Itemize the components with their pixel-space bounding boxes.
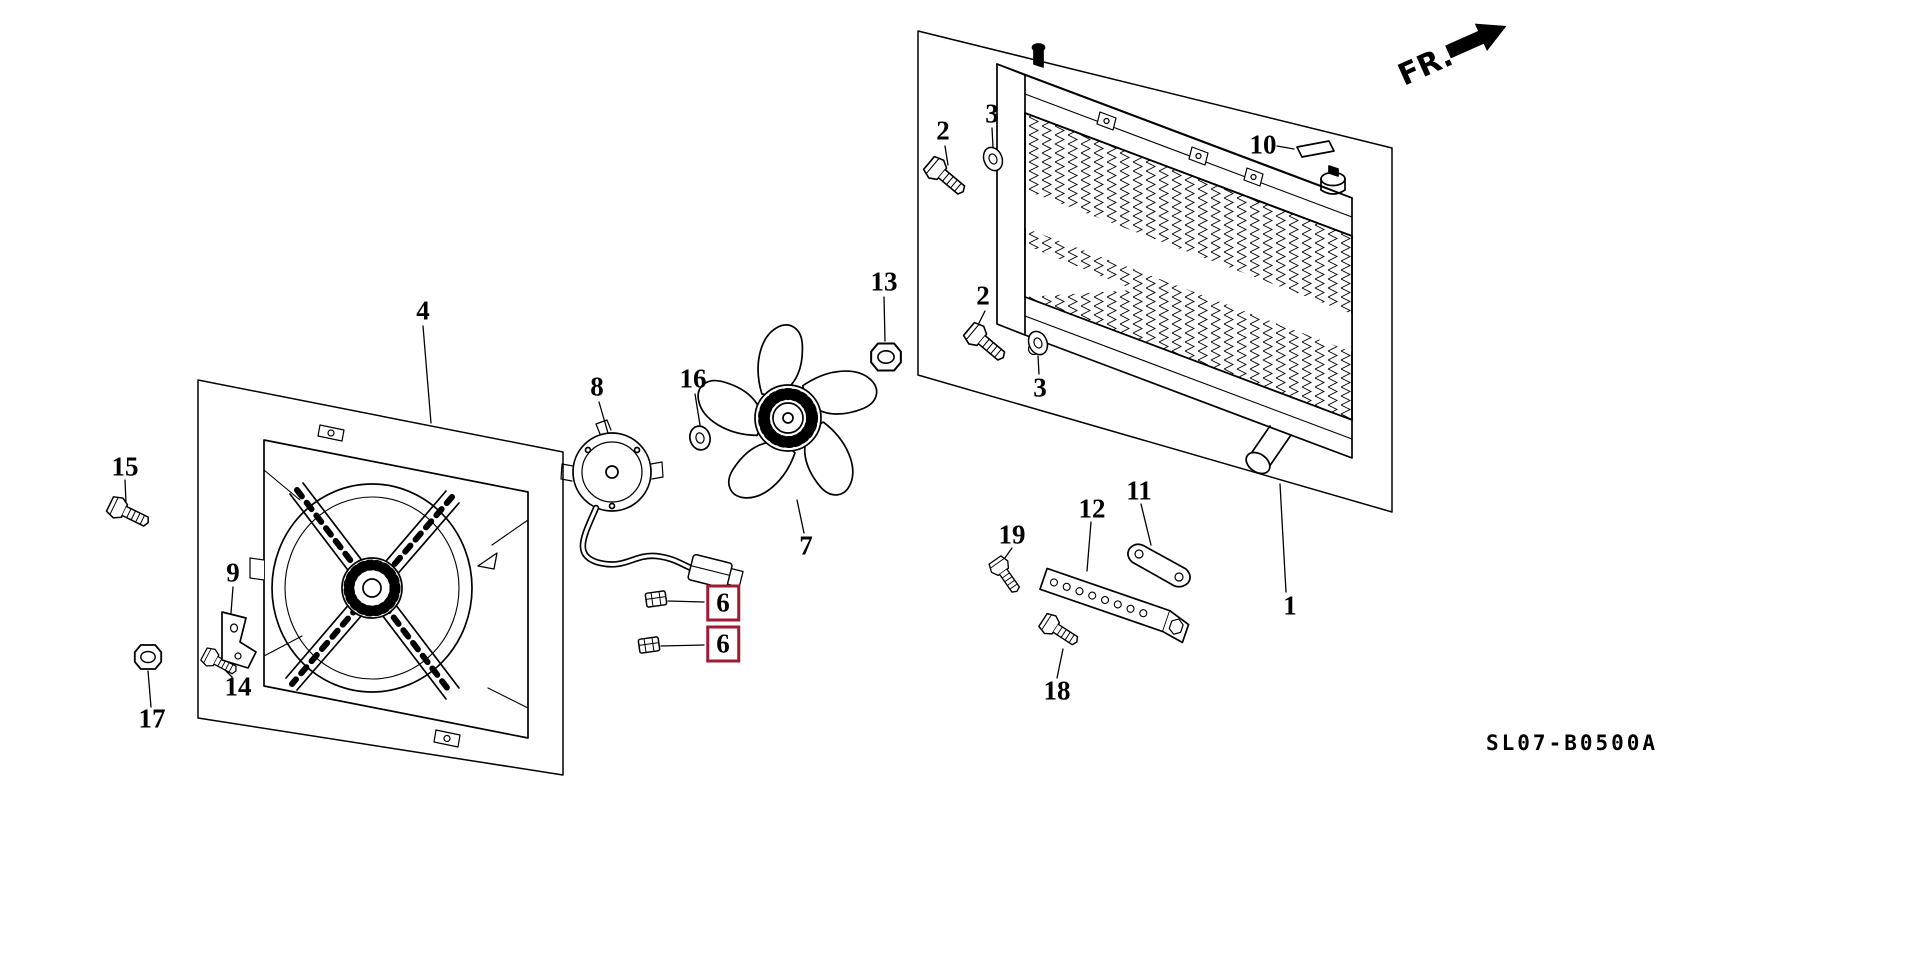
direction-mark (477, 552, 498, 570)
bracket-plate-12 (1039, 567, 1190, 644)
part-callout-4[interactable]: 4 (416, 295, 430, 326)
part-callout-13[interactable]: 13 (870, 266, 898, 297)
radiator-tank-tabs (1096, 111, 1264, 187)
part-callout-19[interactable]: 19 (998, 519, 1026, 550)
part-callout-1[interactable]: 1 (1283, 590, 1297, 621)
part-callout-2[interactable]: 2 (976, 280, 990, 311)
part-callout-10[interactable]: 10 (1249, 129, 1277, 160)
stay-bracket-11 (1127, 543, 1191, 588)
fan-motor (560, 419, 664, 512)
part-callout-12[interactable]: 12 (1078, 493, 1106, 524)
radiator-mount-pin (1031, 43, 1046, 68)
part-callout-15[interactable]: 15 (111, 451, 139, 482)
diagram-code: SL07-B0500A (1486, 731, 1659, 755)
part-callout-18[interactable]: 18 (1043, 675, 1071, 706)
radiator-tag-plate (1296, 140, 1335, 158)
radiator-boundary-box (917, 30, 1393, 513)
part-callout-8[interactable]: 8 (590, 371, 604, 402)
cooling-fan (697, 324, 878, 499)
part-callout-6-highlighted[interactable]: 6 (706, 584, 740, 622)
grommet-16 (689, 425, 711, 451)
part-callout-11[interactable]: 11 (1126, 475, 1152, 506)
radiator-filler-cap (1320, 165, 1346, 195)
bracket-9 (221, 611, 257, 669)
part-callout-9[interactable]: 9 (226, 557, 240, 588)
part-callout-7[interactable]: 7 (799, 530, 813, 561)
fr-arrow-icon (1445, 23, 1507, 59)
radiator (996, 43, 1353, 475)
part-callout-6-highlighted[interactable]: 6 (706, 625, 740, 663)
part-callout-3[interactable]: 3 (985, 98, 999, 129)
motor-wire-harness (579, 504, 744, 590)
part-callout-14[interactable]: 14 (224, 671, 252, 702)
shroud-boundary-box (197, 379, 564, 776)
part-callout-3[interactable]: 3 (1033, 372, 1047, 403)
radiator-outlet-pipe (1245, 425, 1292, 475)
fan-shroud (249, 424, 529, 748)
part-callout-16[interactable]: 16 (679, 363, 707, 394)
wire-connector (687, 553, 744, 590)
part-callout-17[interactable]: 17 (138, 703, 166, 734)
part-callout-2[interactable]: 2 (936, 115, 950, 146)
